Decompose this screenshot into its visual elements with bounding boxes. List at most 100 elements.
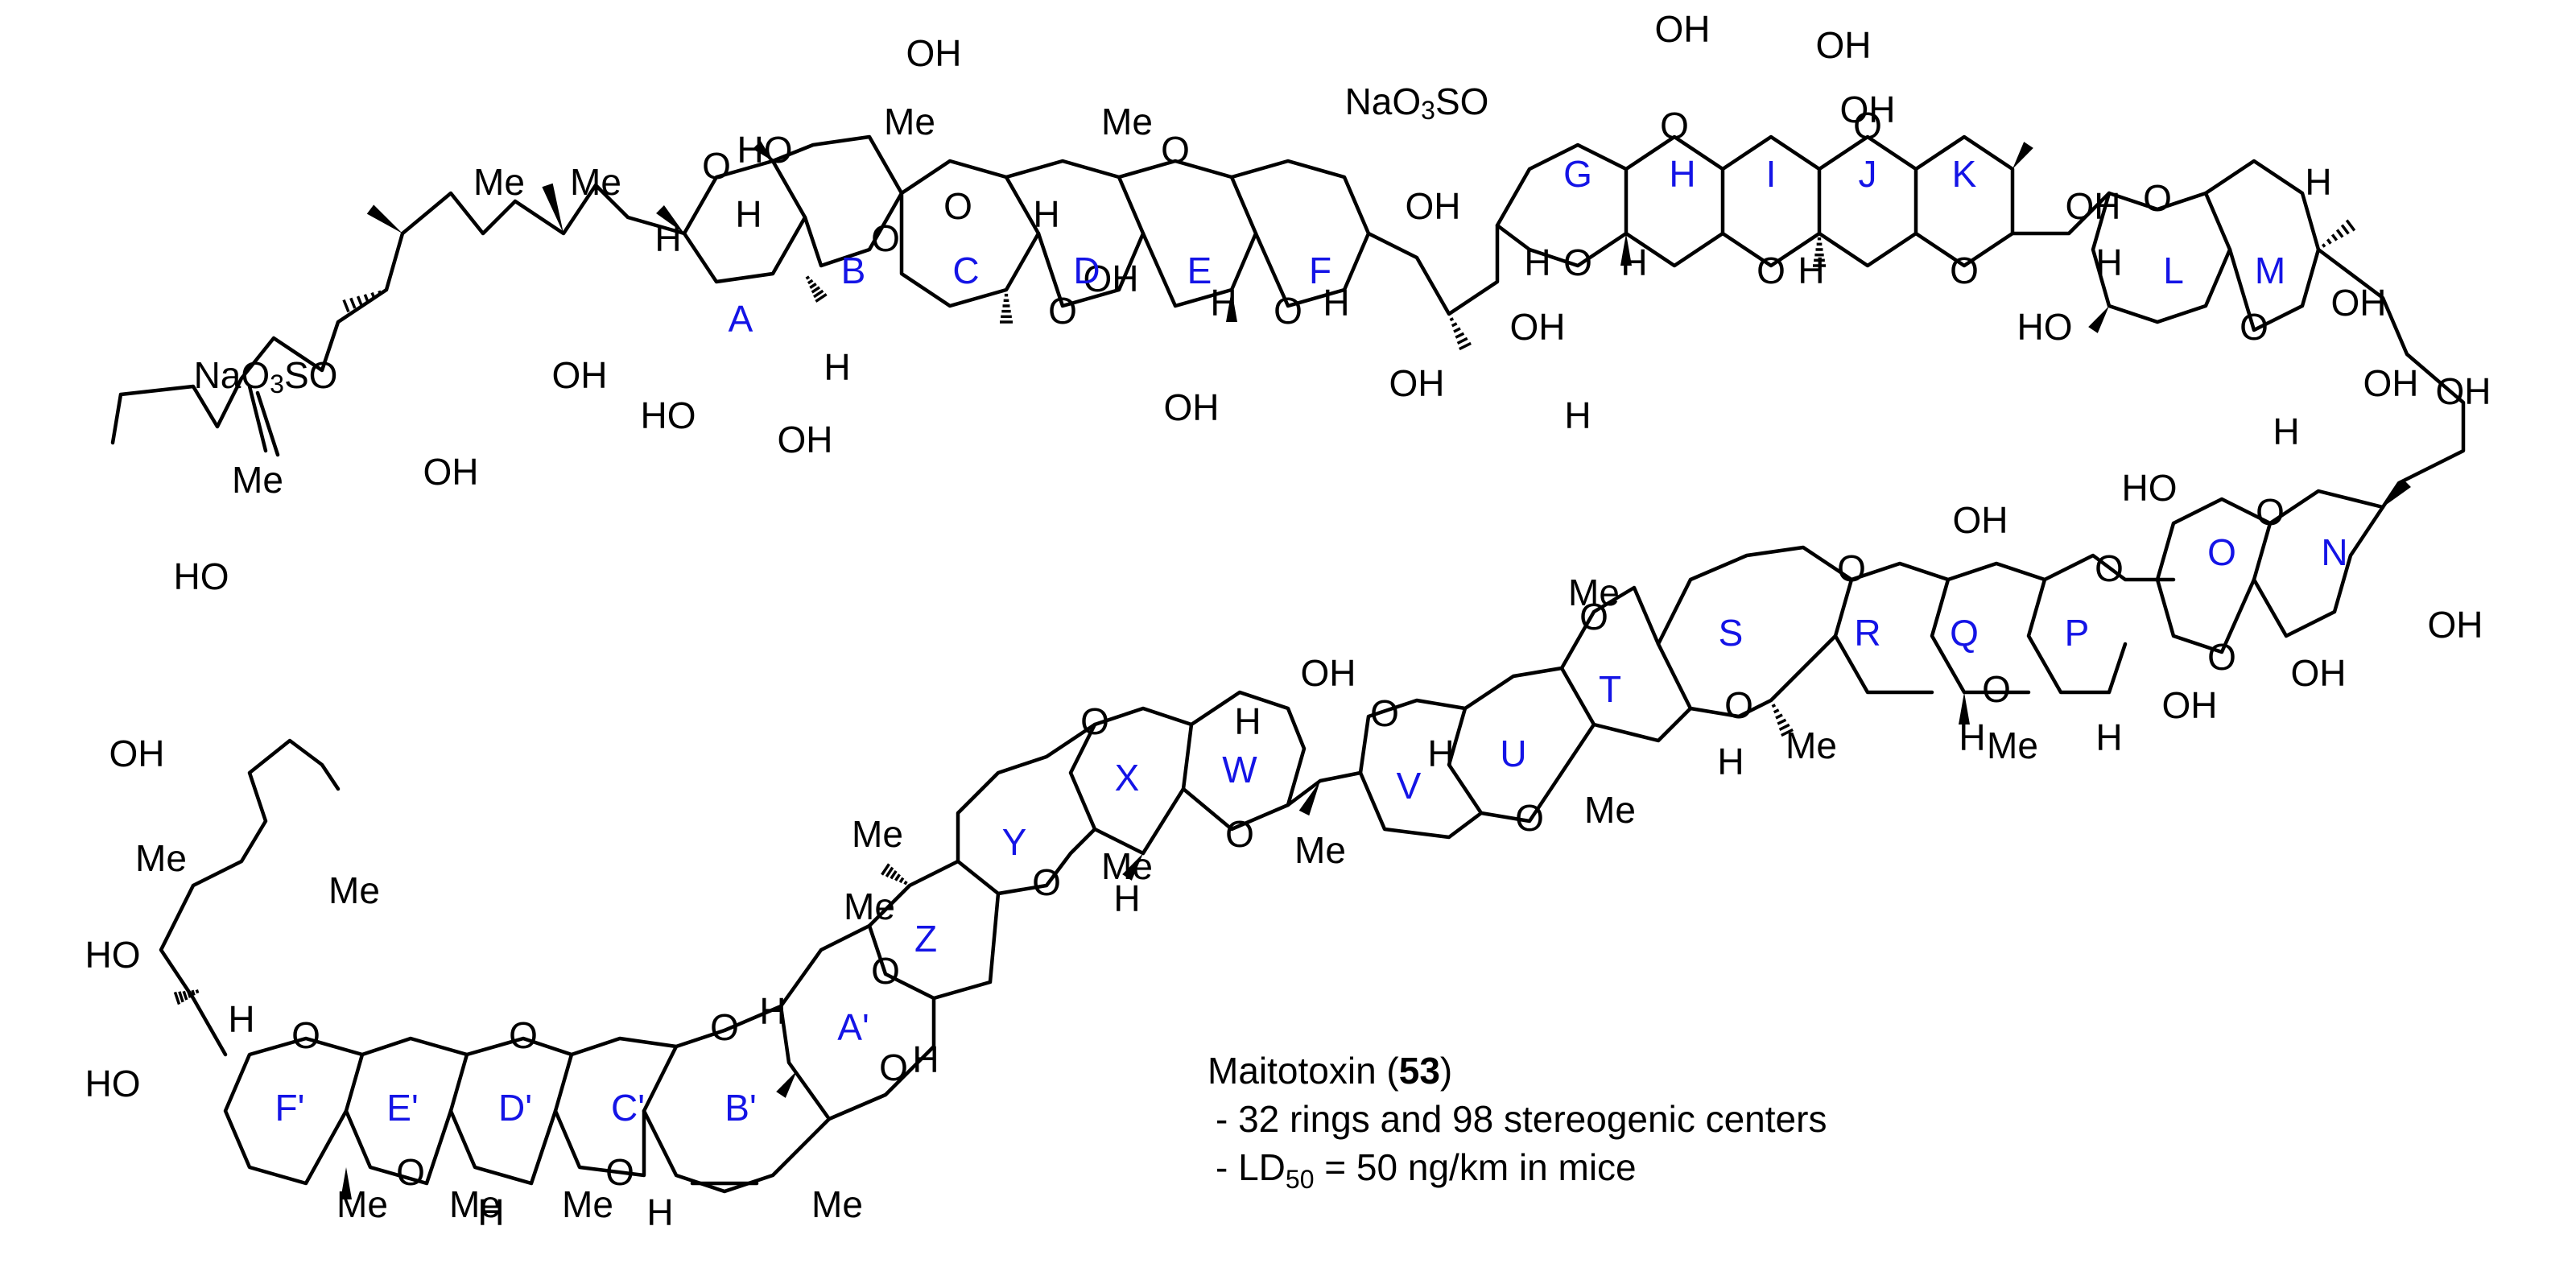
ring-oxygen-6: O xyxy=(1563,242,1592,283)
ring-label-h: H xyxy=(1669,153,1695,195)
methyl-9: Me xyxy=(844,886,895,927)
methyl-5: Me xyxy=(1568,572,1620,613)
ring-oxygen-13: O xyxy=(2256,491,2285,533)
hydroxyl-left-5: HO xyxy=(85,934,141,976)
ring-oxygen-0: O xyxy=(702,145,731,187)
methyl-13: Me xyxy=(562,1183,613,1225)
ld50-note: - LD50 = 50 ng/km in mice xyxy=(1216,1143,1827,1203)
ring-oxygen-31: O xyxy=(291,1014,320,1056)
wedge-bond xyxy=(2383,479,2411,507)
ring-oxygen-1: O xyxy=(871,217,900,259)
ring-q-bonds xyxy=(1930,561,2047,695)
hydroxyl-left-2: HO xyxy=(2017,306,2073,348)
ring-label-o: O xyxy=(2207,531,2236,573)
wedge-bond xyxy=(366,204,402,233)
hydrogen-10: H xyxy=(2305,161,2331,203)
ring-i-bonds xyxy=(1720,134,1822,268)
ring-label-j: J xyxy=(1859,153,1877,195)
ring-h-bonds xyxy=(1624,134,1725,268)
ld50-subscript: 50 xyxy=(1285,1165,1315,1195)
hydrogen-19: H xyxy=(912,1038,939,1080)
ring-label-x: X xyxy=(1115,757,1140,799)
ring-label-e2: E' xyxy=(386,1087,418,1129)
ring-y-bonds xyxy=(956,722,1097,896)
hashed-bond xyxy=(1813,237,1826,267)
ring-a-prime-bonds xyxy=(778,923,936,1121)
hashed-bond xyxy=(1449,317,1472,351)
ring-label-d: D xyxy=(1073,250,1100,291)
hydrogen-20: H xyxy=(759,990,786,1032)
sodium-sulfate-left: NaO3SO xyxy=(194,354,338,398)
ring-oxygen-3: O xyxy=(1048,290,1077,332)
ring-label-b2: B' xyxy=(724,1087,756,1129)
ring-m-bonds xyxy=(2203,159,2321,332)
hydroxyl-1: OH xyxy=(1655,8,1711,50)
wedge-bond xyxy=(2013,142,2033,169)
ring-s-bonds xyxy=(1656,545,1854,719)
ring-g-bonds xyxy=(1495,142,1629,268)
hydroxyl-11: OH xyxy=(1953,499,2008,541)
hashed-bond xyxy=(1000,293,1013,324)
ring-p-bonds xyxy=(2026,553,2176,695)
hydrogen-4: H xyxy=(1210,282,1236,324)
methyl-18: Me xyxy=(328,869,380,911)
wedge-bond xyxy=(776,1071,797,1098)
wedge-bond xyxy=(2088,306,2109,333)
hydrogen-23: H xyxy=(228,998,254,1040)
hashed-bond xyxy=(805,275,828,303)
ring-label-u: U xyxy=(1500,733,1526,774)
hydroxyl-18: OH xyxy=(423,451,479,493)
methyl-10: Me xyxy=(811,1183,863,1225)
ring-label-c2: C' xyxy=(611,1087,645,1129)
ring-oxygen-19: O xyxy=(1579,596,1608,638)
ring-oxygen-18: O xyxy=(1724,684,1753,726)
side-chain-lower xyxy=(159,738,341,1057)
methyl-17: Me xyxy=(135,837,187,879)
ring-oxygen-16: O xyxy=(1982,668,2011,710)
hydrogen-18: H xyxy=(1113,877,1140,919)
hydroxyl-left-3: HO xyxy=(2122,467,2178,509)
ring-b-prime-bonds xyxy=(642,1004,832,1194)
hydroxyl-10: OH xyxy=(2162,684,2218,726)
ring-label-i: I xyxy=(1766,153,1777,195)
ring-label-y: Y xyxy=(1002,821,1027,863)
ring-oxygen-28: O xyxy=(605,1151,634,1193)
ring-label-z: Z xyxy=(914,918,937,960)
ring-oxygen-23: O xyxy=(1080,700,1109,742)
hydrogen-12: H xyxy=(2095,716,2122,758)
methyl-16: Me xyxy=(232,459,283,501)
ring-oxygen-12: O xyxy=(2240,306,2268,348)
ring-oxygen-26: O xyxy=(879,1046,908,1088)
hydroxyl-8: OH xyxy=(2428,604,2483,646)
hydroxyl-6: OH xyxy=(2363,362,2419,404)
ring-oxygen-24: O xyxy=(1032,861,1061,903)
ring-n-bonds xyxy=(2252,489,2385,638)
ring-oxygen-17: O xyxy=(1837,547,1866,589)
wedge-bond xyxy=(542,183,564,233)
methyl-12: Me xyxy=(449,1183,501,1225)
methyl-15: Me xyxy=(570,161,621,203)
ring-o-bonds xyxy=(2155,497,2273,654)
hydroxyl-7: OH xyxy=(2436,370,2491,412)
methyl-1: Me xyxy=(1101,101,1153,142)
hydroxyl-5: OH xyxy=(2331,282,2387,324)
ring-label-d2: D' xyxy=(498,1087,532,1129)
hashed-bond xyxy=(2321,219,2356,248)
ring-oxygen-4: O xyxy=(1161,129,1190,171)
ring-j-bonds xyxy=(1817,134,1918,268)
methyl-2: Me xyxy=(1584,789,1636,831)
methyl-6: Me xyxy=(1294,829,1346,871)
ring-count-note: - 32 rings and 98 stereogenic centers xyxy=(1216,1098,1827,1140)
hydrogen-17: H xyxy=(1234,700,1261,742)
hydrogen-6: H xyxy=(1524,242,1550,283)
wedge-bond xyxy=(1959,692,1970,724)
linker-v-w xyxy=(1286,770,1363,807)
hydroxyl-left-6: HO xyxy=(85,1063,141,1104)
methyl-4: Me xyxy=(1987,724,2038,766)
ring-label-v: V xyxy=(1397,765,1422,807)
methyl-14: Me xyxy=(473,161,525,203)
hydroxyl-left-0: HO xyxy=(737,129,793,171)
hydroxyl-0: OH xyxy=(1406,185,1461,227)
linker-m-n xyxy=(2316,247,2466,510)
hydroxyl-15: OH xyxy=(1164,386,1220,428)
